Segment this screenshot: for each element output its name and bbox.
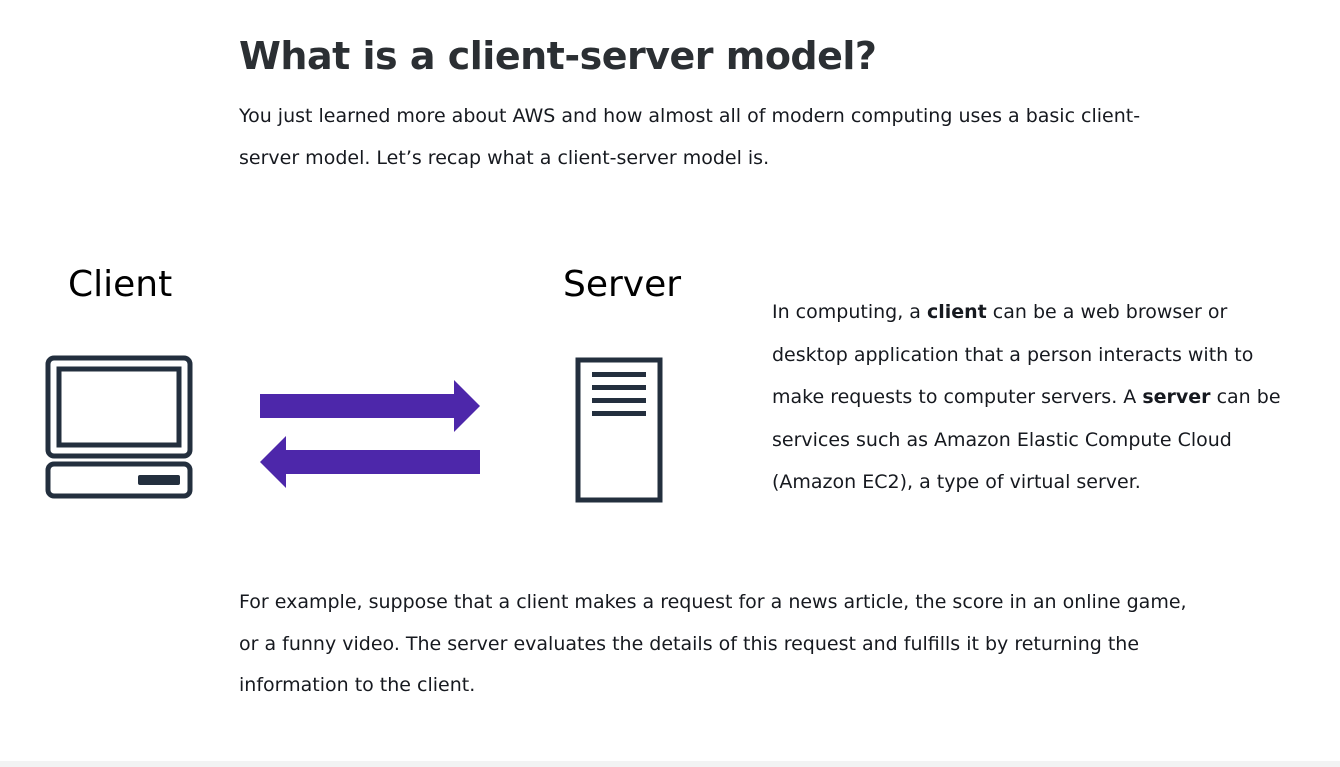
definition-text-1: In computing, a bbox=[772, 301, 927, 323]
intro-paragraph: You just learned more about AWS and how … bbox=[239, 105, 1141, 169]
term-client: client bbox=[926, 301, 987, 323]
page-title: What is a client-server model? bbox=[239, 34, 877, 78]
laptop-icon bbox=[45, 355, 193, 499]
definition-text-3: can be services such as Amazon Elastic C… bbox=[772, 386, 1281, 493]
server-tower-icon bbox=[575, 357, 663, 503]
server-label: Server bbox=[563, 264, 682, 305]
footer-divider bbox=[0, 761, 1340, 767]
definition-text-2: can be a web browser or desktop applicat… bbox=[772, 301, 1254, 408]
bidirectional-arrows-icon bbox=[260, 380, 480, 488]
client-server-definition: In computing, a client can be a web brow… bbox=[772, 291, 1302, 504]
client-label: Client bbox=[68, 264, 173, 305]
example-paragraph: For example, suppose that a client makes… bbox=[239, 591, 1187, 696]
term-server: server bbox=[1142, 386, 1211, 408]
